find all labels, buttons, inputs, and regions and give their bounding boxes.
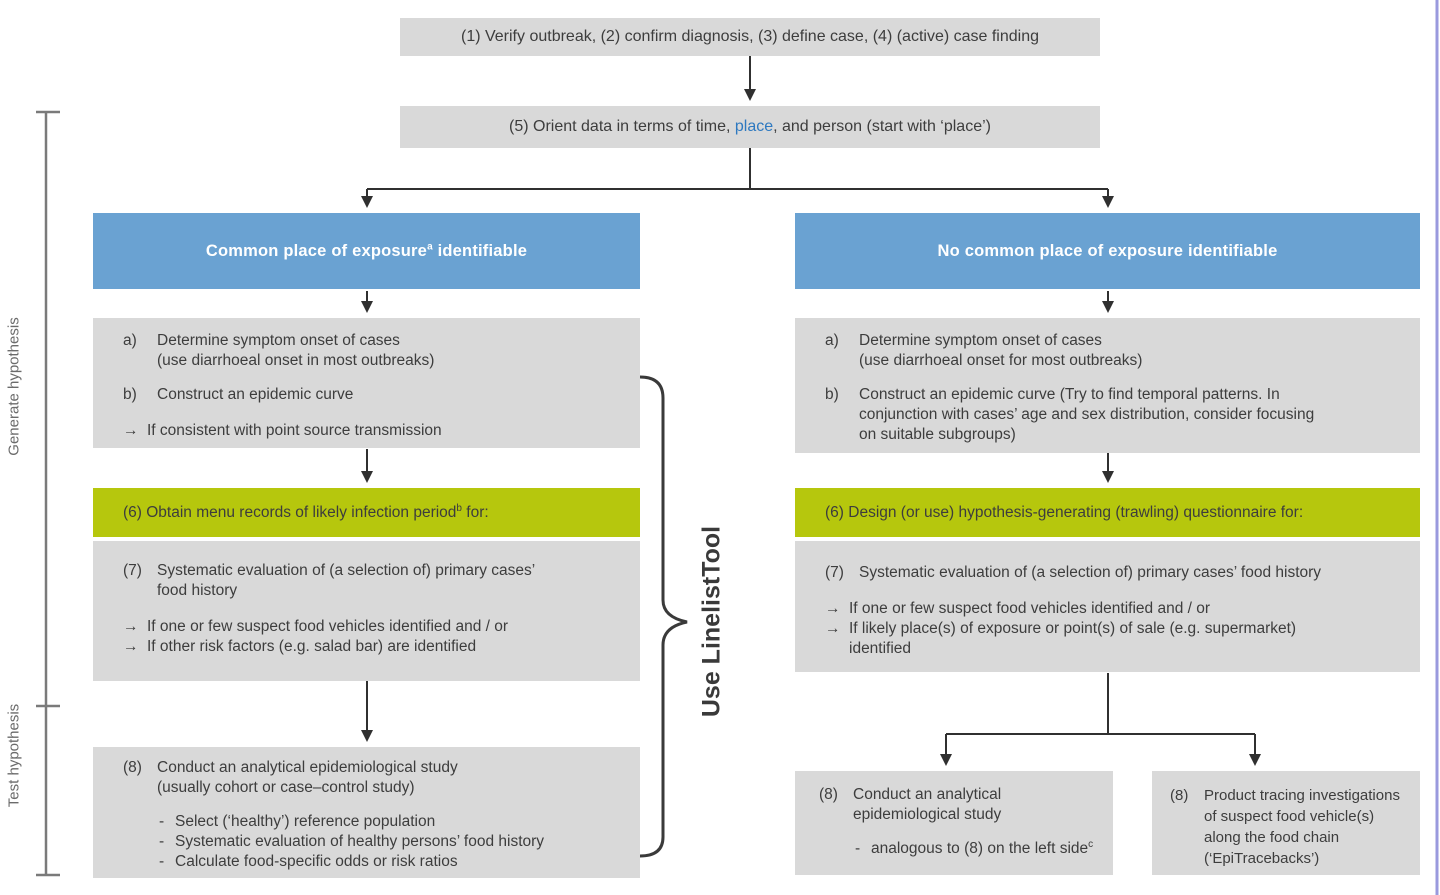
marker-8: (8) [123,759,142,776]
left-step8-box: (8) Conduct an analytical epidemiologica… [93,747,640,878]
marker-a: a) [825,332,839,349]
marker-b: b) [123,386,137,403]
right-branch-header: No common place of exposure identifiable [795,213,1420,289]
step-1-4-box: (1) Verify outbreak, (2) confirm diagnos… [400,18,1100,56]
left-step6-pre: (6) Obtain menu records of likely infect… [123,503,457,521]
marker-7: (7) [825,564,844,581]
place-highlight: place [734,118,774,135]
left-header-rest: identifiable [432,241,528,260]
right-step7-bullet-2: → If likely place(s) of exposure or poin… [825,619,1408,659]
left-header-main: Common place of exposure [205,241,428,260]
right-step8a-sub-main: analogous to (8) on the left side [871,840,1089,857]
step-5-text-post: , and person (start with ‘place’) [773,118,991,135]
right-step7-item: (7) Systematic evaluation of (a selectio… [825,563,1408,583]
left-step8-sub-2-text: Systematic evaluation of healthy persons… [175,833,545,850]
left-step6-footnote-b: b [456,502,462,514]
left-header-footnote-a: a [427,241,433,252]
right-item-b: b) Construct an epidemic curve (Try to f… [825,385,1408,445]
left-step7-box: (7) Systematic evaluation of (a selectio… [93,541,640,681]
left-item-b: b) Construct an epidemic curve [123,385,628,405]
left-step6-post: for: [461,503,489,521]
right-step8a-text: Conduct an analytical epidemiological st… [853,786,1002,823]
left-step7-bullet-1: → If one or few suspect food vehicles id… [123,617,628,637]
arrow-bullet-icon: → [825,620,841,637]
right-step8a-footnote-c: c [1088,838,1094,850]
right-epicurve-box: a) Determine symptom onset of cases (use… [795,318,1420,453]
linelist-brace [638,375,688,858]
left-step8-sub-3: - Calculate food-specific odds or risk r… [159,852,628,872]
left-branch-header: Common place of exposurea identifiable [93,213,640,289]
right-item-a-text: Determine symptom onset of cases (use di… [859,332,1143,369]
left-step8-text: Conduct an analytical epidemiological st… [157,759,458,796]
right-step8b-item: (8) Product tracing investigations of su… [1170,785,1408,869]
left-epicurve-box: a) Determine symptom onset of cases (use… [93,318,640,448]
right-step8b-text: Product tracing investigations of suspec… [1204,787,1400,867]
marker-7: (7) [123,562,142,579]
right-step7-box: (7) Systematic evaluation of (a selectio… [795,541,1420,672]
right-step6-text: (6) Design (or use) hypothesis-generatin… [825,503,1304,521]
dash-marker: - [159,813,165,830]
right-step7-text: Systematic evaluation of (a selection of… [859,564,1322,581]
right-step8a-sub: - analogous to (8) on the left sidec [855,839,1101,859]
right-step8a-sub-text: analogous to (8) on the left sidec [871,839,1101,859]
generate-hypothesis-label: Generate hypothesis [5,317,23,456]
left-step7-bullet-2: → If other risk factors (e.g. salad bar)… [123,637,628,657]
left-step8-sub-1: - Select (‘healthy’) reference populatio… [159,812,628,832]
marker-b: b) [825,386,839,403]
left-item-b-text: Construct an epidemic curve [157,386,354,403]
marker-a: a) [123,332,137,349]
step-5-box: (5) Orient data in terms of time, place,… [400,106,1100,148]
arrow-bullet-icon: → [123,618,139,635]
right-step8a-item: (8) Conduct an analytical epidemiologica… [819,785,1101,825]
step-1-4-text: (1) Verify outbreak, (2) confirm diagnos… [460,28,1040,45]
right-item-a: a) Determine symptom onset of cases (use… [825,331,1408,371]
left-item-a: a) Determine symptom onset of cases (use… [123,331,628,371]
marker-8: (8) [819,786,838,803]
right-step8a-box: (8) Conduct an analytical epidemiologica… [795,771,1113,875]
right-step6-box: (6) Design (or use) hypothesis-generatin… [795,488,1420,537]
dash-marker: - [855,840,861,857]
dash-marker: - [159,853,165,870]
use-linelisttool-label: Use LinelistTool [697,525,726,718]
left-ab-bullet-text: If consistent with point source transmis… [147,422,442,439]
left-step6-text: (6) Obtain menu records of likely infect… [123,502,489,522]
phase-bracket [36,110,60,877]
left-branch-header-text: Common place of exposurea identifiable [206,242,527,261]
arrow-bullet-icon: → [123,638,139,655]
step-5-text: (5) Orient data in terms of time, place,… [509,118,991,136]
left-step8-sub-3-text: Calculate food-specific odds or risk rat… [175,853,458,870]
right-step7-bullet-2-text: If likely place(s) of exposure or point(… [849,620,1297,657]
right-branch-header-text: No common place of exposure identifiable [937,241,1278,260]
arrow-bullet-icon: → [825,600,841,617]
right-item-b-text: Construct an epidemic curve (Try to find… [859,386,1315,443]
left-step8-sub-2: - Systematic evaluation of healthy perso… [159,832,628,852]
left-step6-box: (6) Obtain menu records of likely infect… [93,488,640,537]
left-step7-bullet-2-text: If other risk factors (e.g. salad bar) a… [147,638,477,655]
right-step7-bullet-1: → If one or few suspect food vehicles id… [825,599,1408,619]
step-5-text-pre: (5) Orient data in terms of time, [509,118,735,135]
dash-marker: - [159,833,165,850]
left-ab-bullet: → If consistent with point source transm… [123,421,628,441]
left-item-a-text: Determine symptom onset of cases (use di… [157,332,435,369]
left-step8-item: (8) Conduct an analytical epidemiologica… [123,758,628,798]
arrow-bullet-icon: → [123,422,139,439]
left-step7-bullet-1-text: If one or few suspect food vehicles iden… [147,618,509,635]
test-hypothesis-label: Test hypothesis [5,703,23,808]
right-step7-bullet-1-text: If one or few suspect food vehicles iden… [849,600,1211,617]
left-step7-item: (7) Systematic evaluation of (a selectio… [123,561,628,601]
marker-8: (8) [1170,787,1189,804]
left-step8-sub-1-text: Select (‘healthy’) reference population [175,813,436,830]
right-step8b-box: (8) Product tracing investigations of su… [1152,771,1420,875]
left-step7-text: Systematic evaluation of (a selection of… [157,562,536,599]
